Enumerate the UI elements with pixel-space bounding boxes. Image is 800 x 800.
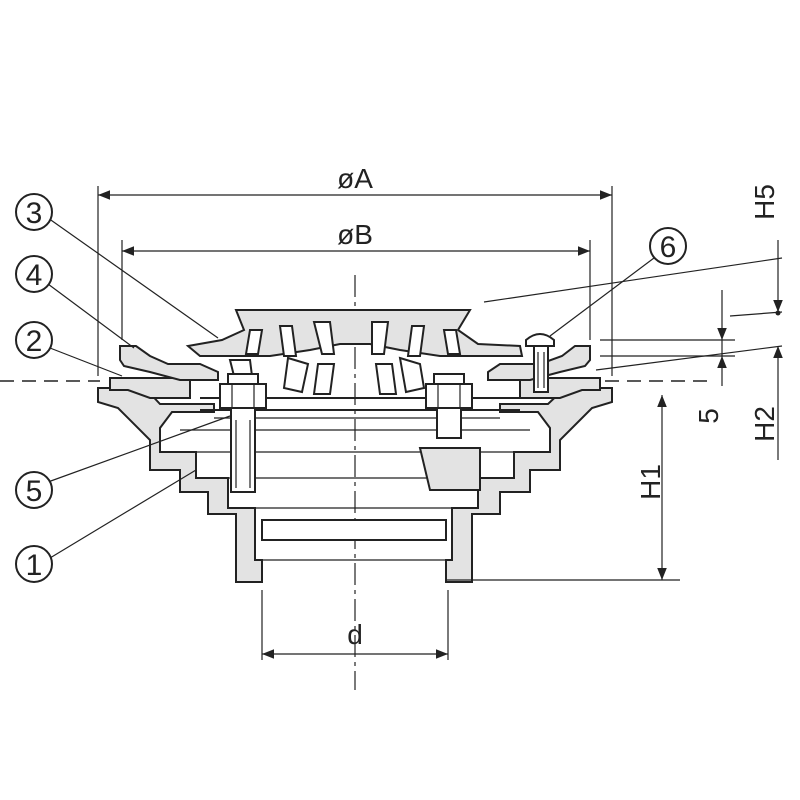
callout-6: 6 bbox=[549, 227, 687, 337]
dimension-label-diameter-b: øB bbox=[337, 219, 373, 250]
dimension-label-h1: H1 bbox=[635, 464, 666, 500]
dimension-five: 5 bbox=[600, 290, 735, 424]
callout-label-2: 2 bbox=[26, 325, 43, 358]
grating bbox=[185, 309, 524, 395]
bolt-left bbox=[219, 373, 267, 493]
dimension-label-five: 5 bbox=[693, 408, 724, 424]
dimension-diameter-a: øA bbox=[97, 163, 613, 376]
dimension-label-h2: H2 bbox=[749, 406, 780, 442]
dimension-h1: H1 bbox=[446, 395, 680, 581]
dimension-diameter-b: øB bbox=[121, 219, 591, 340]
dimension-h5-h2: H5 H2 bbox=[483, 184, 783, 460]
dimension-d: d bbox=[261, 590, 449, 660]
callout-2: 2 bbox=[15, 321, 123, 377]
dimension-label-d: d bbox=[347, 619, 363, 650]
bolt-right bbox=[425, 373, 473, 439]
callout-label-1: 1 bbox=[26, 549, 43, 582]
callout-label-3: 3 bbox=[26, 197, 43, 230]
callout-label-4: 4 bbox=[26, 259, 43, 292]
callout-5: 5 bbox=[15, 415, 231, 509]
locking-screw bbox=[525, 333, 555, 393]
callout-3: 3 bbox=[15, 193, 219, 339]
callout-1: 1 bbox=[15, 469, 197, 583]
dimension-label-h5: H5 bbox=[749, 184, 780, 220]
callout-4: 4 bbox=[15, 255, 135, 349]
callout-label-5: 5 bbox=[26, 475, 43, 508]
dimension-label-diameter-a: øA bbox=[337, 163, 373, 194]
callout-label-6: 6 bbox=[660, 231, 677, 264]
